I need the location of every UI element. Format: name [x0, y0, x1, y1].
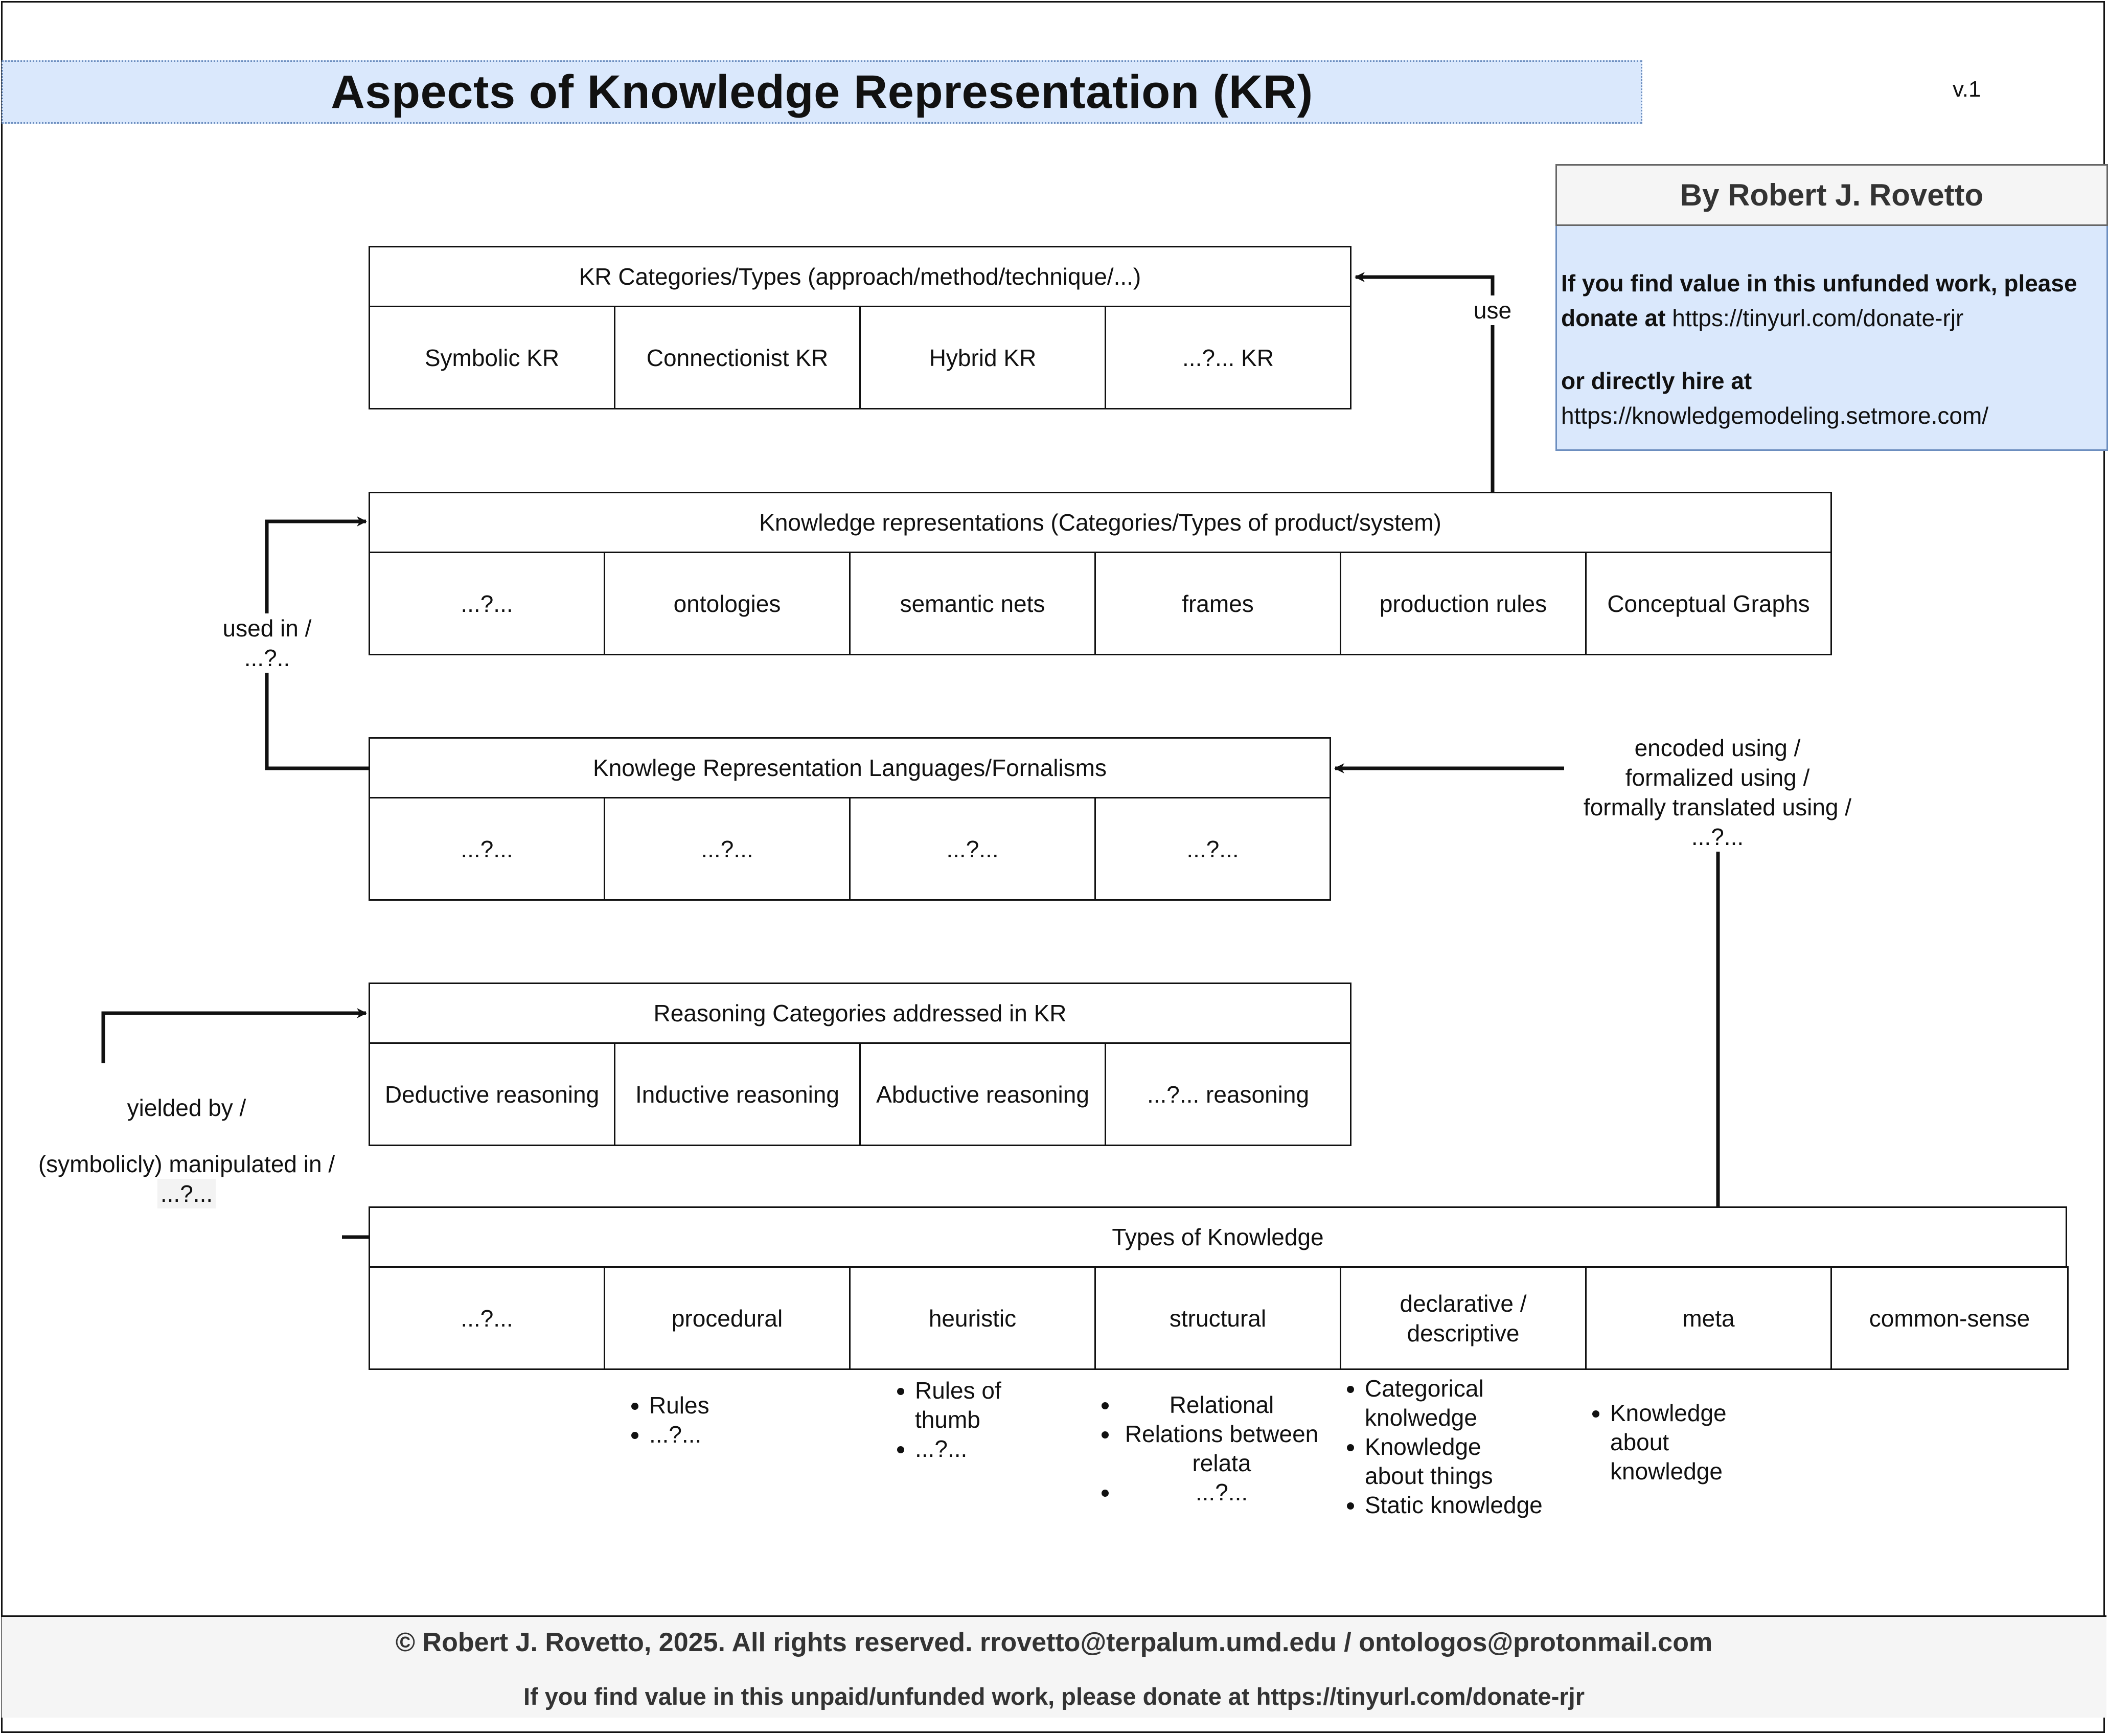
representation-production-rules: production rules: [1340, 552, 1587, 655]
knowledge-representations-table: Knowledge representations (Categories/Ty…: [369, 492, 1832, 655]
representation-unknown: ...?...: [369, 552, 605, 655]
edge-use: [1355, 272, 1495, 492]
donate-link[interactable]: https://tinyurl.com/donate-rjr: [1672, 305, 1964, 331]
knowledge-type-unknown: ...?...: [369, 1266, 605, 1370]
knowledge-type-heuristic: heuristic: [849, 1266, 1096, 1370]
donate-line: If you find value in this unpaid/unfunde…: [523, 1683, 1585, 1710]
representation-ontologies: ontologies: [604, 552, 851, 655]
representation-semantic-nets: semantic nets: [849, 552, 1096, 655]
knowledge-type-structural: structural: [1094, 1266, 1341, 1370]
kr-categories-header: KR Categories/Types (approach/method/tec…: [369, 246, 1351, 307]
author-heading: By Robert J. Rovetto: [1555, 164, 2108, 226]
kr-category-symbolic: Symbolic KR: [369, 306, 615, 409]
yielded-by-label: yielded by / (symbolicly) manipulated in…: [20, 1093, 353, 1208]
author-note: If you find value in this unfunded work,…: [1555, 226, 2108, 451]
kr-category-unknown: ...?... KR: [1105, 306, 1351, 409]
structural-examples: Relational Relations between relata ...?…: [1089, 1390, 1324, 1507]
kr-category-hybrid: Hybrid KR: [859, 306, 1106, 409]
types-of-knowledge-header: Types of Knowledge: [369, 1206, 2067, 1268]
kr-languages-table: Knowlege Representation Languages/Fornal…: [369, 737, 1331, 901]
kr-language-cell: ...?...: [604, 797, 851, 901]
kr-languages-header: Knowlege Representation Languages/Fornal…: [369, 737, 1331, 798]
reasoning-categories-table: Reasoning Categories addressed in KR Ded…: [369, 983, 1351, 1146]
donate-text: If you find value in this unfunded work,…: [1561, 270, 2077, 331]
knowledge-type-meta: meta: [1585, 1266, 1832, 1370]
declarative-examples: Categorical knolwedge Knowledge about th…: [1334, 1374, 1544, 1520]
reasoning-unknown: ...?... reasoning: [1105, 1042, 1351, 1146]
types-of-knowledge-table: Types of Knowledge ...?... procedural he…: [369, 1206, 2069, 1370]
version-label: v.1: [1953, 77, 1981, 102]
heuristic-examples: Rules of thumb ...?...: [884, 1376, 1063, 1464]
used-in-label: used in / ...?..: [204, 613, 330, 673]
kr-language-cell: ...?...: [849, 797, 1096, 901]
reasoning-categories-header: Reasoning Categories addressed in KR: [369, 983, 1351, 1044]
reasoning-deductive: Deductive reasoning: [369, 1042, 615, 1146]
kr-language-cell: ...?...: [369, 797, 605, 901]
use-label: use: [1467, 295, 1518, 325]
meta-examples: Knowledge about knowledge: [1579, 1399, 1763, 1486]
edge-yielded-arrow: [101, 1008, 367, 1063]
knowledge-type-declarative: declarative / descriptive: [1340, 1266, 1587, 1370]
representation-frames: frames: [1094, 552, 1341, 655]
knowledge-type-common-sense: common-sense: [1830, 1266, 2069, 1370]
copyright-line: © Robert J. Rovetto, 2025. All rights re…: [395, 1628, 1713, 1657]
kr-language-cell: ...?...: [1094, 797, 1331, 901]
author-box: By Robert J. Rovetto If you find value i…: [1555, 164, 2108, 451]
encoded-using-label: encoded using / formalized using / forma…: [1564, 733, 1871, 852]
hire-text: or directly hire at: [1561, 368, 1752, 394]
page-title: Aspects of Knowledge Representation (KR): [2, 60, 1642, 124]
reasoning-abductive: Abductive reasoning: [859, 1042, 1106, 1146]
kr-category-connectionist: Connectionist KR: [614, 306, 861, 409]
hire-link[interactable]: https://knowledgemodeling.setmore.com/: [1561, 402, 1989, 429]
knowledge-representations-header: Knowledge representations (Categories/Ty…: [369, 492, 1832, 553]
representation-conceptual-graphs: Conceptual Graphs: [1585, 552, 1832, 655]
kr-categories-table: KR Categories/Types (approach/method/tec…: [369, 246, 1351, 409]
footer: © Robert J. Rovetto, 2025. All rights re…: [2, 1615, 2106, 1718]
procedural-examples: Rules ...?...: [618, 1391, 803, 1449]
reasoning-inductive: Inductive reasoning: [614, 1042, 861, 1146]
knowledge-type-procedural: procedural: [604, 1266, 851, 1370]
